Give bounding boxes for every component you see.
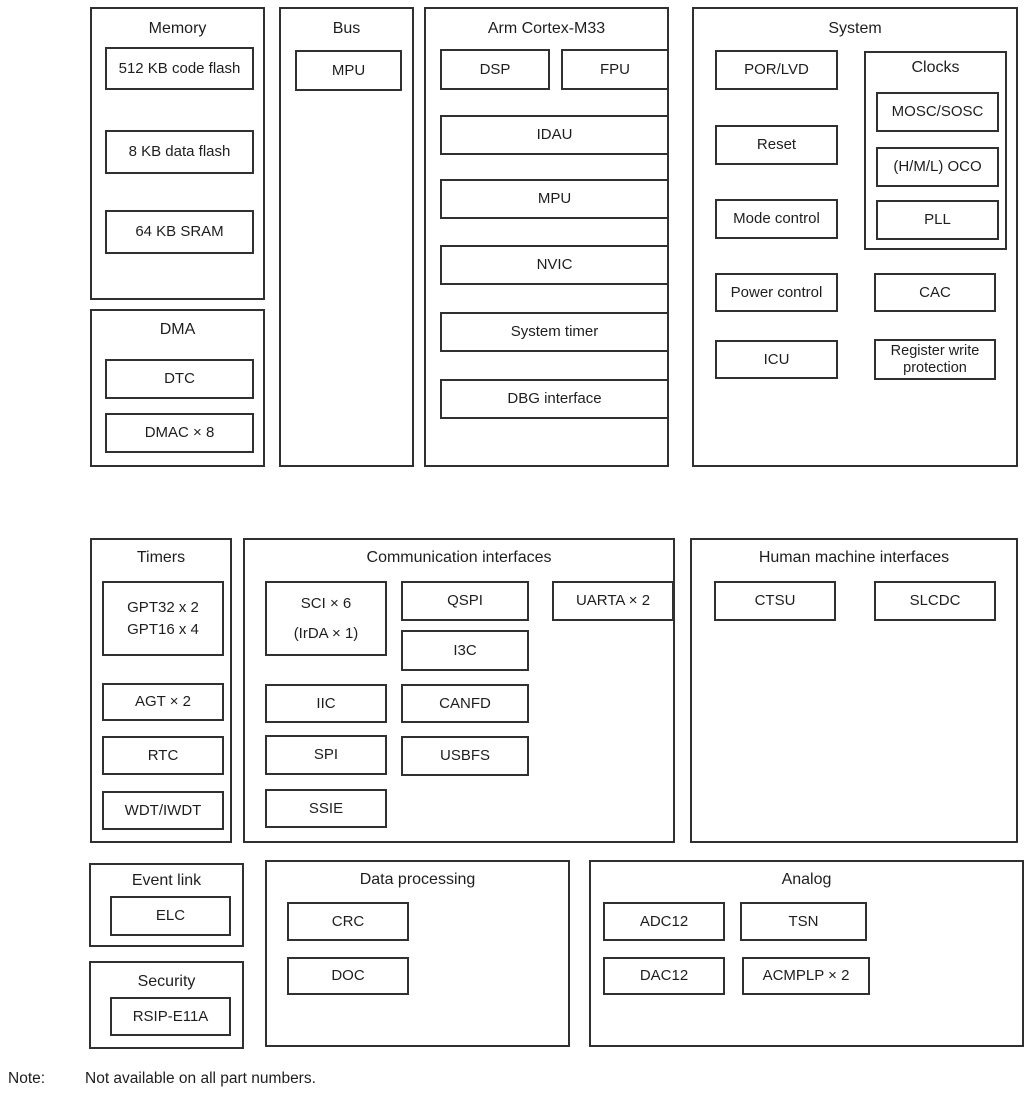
box-slcdc: SLCDC [874,581,996,621]
data-processing-title: Data processing [359,871,476,888]
box-nvic: NVIC [440,245,669,285]
box-spi: SPI [265,735,387,775]
box-ctsu: CTSU [714,581,836,621]
dma-section: DMA DTC DMAC × 8 [90,309,265,467]
box-ssie: SSIE [265,789,387,828]
box-wdt-iwdt: WDT/IWDT [102,791,224,830]
box-icu: ICU [715,340,838,379]
box-cortex-mpu: MPU [440,179,669,219]
clocks-title: Clocks [911,59,960,76]
security-section: Security RSIP-E11A [89,961,244,1049]
box-system-timer: System timer [440,312,669,352]
dma-title: DMA [159,321,196,338]
system-section: System POR/LVD Reset Mode control Power … [692,7,1018,467]
analog-section: Analog ADC12 TSN DAC12 ACMPLP × 2 [589,860,1024,1047]
timers-title: Timers [136,549,186,566]
clocks-subsection: Clocks MOSC/SOSC (H/M/L) OCO PLL [864,51,1007,250]
cortex-title: Arm Cortex-M33 [487,20,606,37]
box-dbg-interface: DBG interface [440,379,669,419]
box-mode-control: Mode control [715,199,838,239]
note-label: Note: [8,1070,46,1087]
box-uarta: UARTA × 2 [552,581,674,621]
hmi-section: Human machine interfaces CTSU SLCDC [690,538,1018,843]
box-i3c: I3C [401,630,529,671]
comm-title: Communication interfaces [366,549,552,566]
box-reset: Reset [715,125,838,165]
hmi-title: Human machine interfaces [758,549,950,566]
bus-title: Bus [332,20,361,37]
box-crc: CRC [287,902,409,941]
event-link-section: Event link ELC [89,863,244,947]
box-agt: AGT × 2 [102,683,224,721]
box-por-lvd: POR/LVD [715,50,838,90]
cortex-section: Arm Cortex-M33 DSP FPU IDAU MPU NVIC Sys… [424,7,669,467]
box-dtc: DTC [105,359,254,399]
box-bus-mpu: MPU [295,50,402,91]
box-dmac: DMAC × 8 [105,413,254,453]
box-rsip: RSIP-E11A [110,997,231,1036]
bus-section: Bus MPU [279,7,414,467]
analog-title: Analog [781,871,832,888]
memory-title: Memory [148,20,207,37]
box-cac: CAC [874,273,996,312]
box-fpu: FPU [561,49,669,90]
box-data-flash: 8 KB data flash [105,130,254,174]
comm-section: Communication interfaces SCI × 6 (IrDA ×… [243,538,675,843]
box-mosc-sosc: MOSC/SOSC [876,92,999,132]
box-qspi: QSPI [401,581,529,621]
box-pll: PLL [876,200,999,240]
box-usbfs: USBFS [401,736,529,776]
box-iic: IIC [265,684,387,723]
box-rtc: RTC [102,736,224,775]
box-canfd: CANFD [401,684,529,723]
box-idau: IDAU [440,115,669,155]
box-dsp: DSP [440,49,550,90]
box-register-write-protection: Register write protection [874,339,996,380]
box-elc: ELC [110,896,231,936]
box-adc12: ADC12 [603,902,725,941]
box-code-flash: 512 KB code flash [105,47,254,90]
box-power-control: Power control [715,273,838,312]
box-doc: DOC [287,957,409,995]
box-sram: 64 KB SRAM [105,210,254,254]
data-processing-section: Data processing CRC DOC [265,860,570,1047]
system-title: System [828,20,882,37]
note-text: Not available on all part numbers. [85,1070,316,1087]
box-oco: (H/M/L) OCO [876,147,999,187]
memory-section: Memory 512 KB code flash 8 KB data flash… [90,7,265,300]
security-title: Security [137,973,196,990]
box-gpt: GPT32 x 2 GPT16 x 4 [102,581,224,656]
event-link-title: Event link [131,872,202,889]
box-tsn: TSN [740,902,867,941]
box-sci: SCI × 6 (IrDA × 1) [265,581,387,656]
timers-section: Timers GPT32 x 2 GPT16 x 4 AGT × 2 RTC W… [90,538,232,843]
box-dac12: DAC12 [603,957,725,995]
box-acmplp: ACMPLP × 2 [742,957,870,995]
